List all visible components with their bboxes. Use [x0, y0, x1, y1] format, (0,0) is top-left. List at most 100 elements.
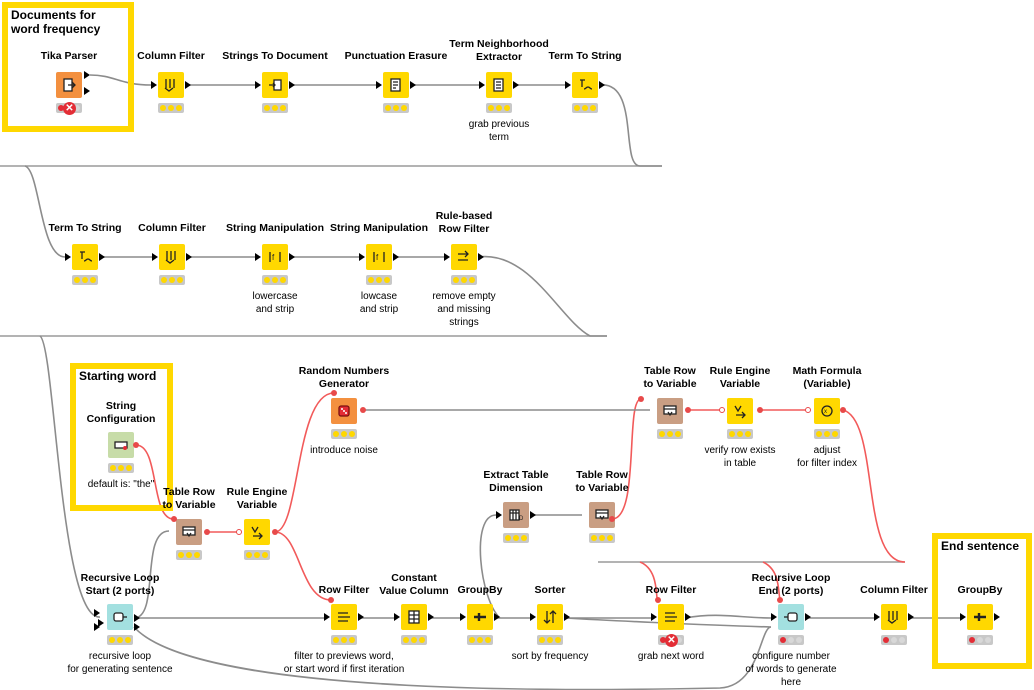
variable-port[interactable] [840, 407, 846, 413]
annotation-box-end[interactable]: End sentence [932, 533, 1032, 669]
data-port[interactable] [289, 253, 295, 261]
data-port[interactable] [393, 253, 399, 261]
node-rle[interactable] [778, 604, 804, 630]
variable-port[interactable] [805, 407, 811, 413]
data-port[interactable] [99, 253, 105, 261]
variable-port[interactable] [236, 529, 242, 535]
data-port[interactable] [960, 613, 966, 621]
data-connection[interactable] [133, 530, 170, 619]
node-t2s1[interactable] [572, 72, 598, 98]
data-port[interactable] [410, 81, 416, 89]
variable-port[interactable] [360, 407, 366, 413]
data-port[interactable] [513, 81, 519, 89]
data-port[interactable] [444, 253, 450, 261]
node-etd[interactable]: D [503, 502, 529, 528]
data-port[interactable] [134, 623, 140, 631]
variable-port[interactable] [638, 396, 644, 402]
data-connection[interactable] [479, 514, 501, 619]
node-mfv[interactable]: x [814, 398, 840, 424]
variable-port[interactable] [272, 529, 278, 535]
data-port[interactable] [460, 613, 466, 621]
variable-connection[interactable] [274, 531, 332, 601]
data-port[interactable] [479, 81, 485, 89]
variable-port[interactable] [757, 407, 763, 413]
data-port[interactable] [494, 613, 500, 621]
data-port[interactable] [358, 613, 364, 621]
data-port[interactable] [908, 613, 914, 621]
node-tne[interactable] [486, 72, 512, 98]
variable-port[interactable] [655, 597, 661, 603]
data-connection[interactable] [684, 614, 772, 619]
data-port[interactable] [255, 81, 261, 89]
node-rbrf[interactable] [451, 244, 477, 270]
data-port[interactable] [805, 613, 811, 621]
data-port[interactable] [324, 613, 330, 621]
data-port[interactable] [84, 71, 90, 79]
data-port[interactable] [599, 81, 605, 89]
data-port[interactable] [65, 253, 71, 261]
node-cvc[interactable] [401, 604, 427, 630]
node-rf1[interactable] [331, 604, 357, 630]
variable-port[interactable] [328, 597, 334, 603]
data-port[interactable] [564, 613, 570, 621]
node-trv2[interactable] [589, 502, 615, 528]
variable-connection[interactable] [274, 392, 335, 533]
data-port[interactable] [152, 253, 158, 261]
data-port[interactable] [771, 613, 777, 621]
annotation-box-docs[interactable]: Documents for word frequency [2, 2, 134, 132]
data-connection[interactable] [477, 255, 607, 337]
data-port[interactable] [651, 613, 657, 621]
data-port[interactable] [394, 613, 400, 621]
data-port[interactable] [496, 511, 502, 519]
variable-port[interactable] [133, 442, 139, 448]
variable-connection[interactable] [842, 409, 906, 563]
data-port[interactable] [185, 81, 191, 89]
annotation-box-start[interactable]: Starting word [70, 363, 173, 511]
data-connection[interactable] [563, 617, 772, 628]
node-t2s2[interactable] [72, 244, 98, 270]
node-strconf[interactable] [108, 432, 134, 458]
node-rev1[interactable] [244, 519, 270, 545]
variable-port[interactable] [777, 597, 783, 603]
node-sorter[interactable] [537, 604, 563, 630]
data-connection[interactable] [89, 74, 152, 86]
variable-port[interactable] [719, 407, 725, 413]
variable-port[interactable] [331, 390, 337, 396]
data-port[interactable] [685, 613, 691, 621]
data-port[interactable] [359, 253, 365, 261]
data-port[interactable] [151, 81, 157, 89]
data-port[interactable] [94, 609, 100, 617]
data-port[interactable] [994, 613, 1000, 621]
data-connection[interactable] [24, 165, 66, 258]
data-port[interactable] [94, 623, 100, 631]
data-port[interactable] [478, 253, 484, 261]
node-gb1[interactable] [467, 604, 493, 630]
data-connection[interactable] [598, 84, 662, 167]
data-port[interactable] [530, 613, 536, 621]
data-port[interactable] [98, 619, 104, 627]
data-port[interactable] [289, 81, 295, 89]
data-port[interactable] [134, 614, 140, 622]
node-rls[interactable] [107, 604, 133, 630]
variable-port[interactable] [685, 407, 691, 413]
data-connection[interactable] [39, 335, 101, 618]
data-port[interactable] [530, 511, 536, 519]
variable-port[interactable] [204, 529, 210, 535]
data-port[interactable] [428, 613, 434, 621]
node-punct[interactable] [383, 72, 409, 98]
variable-port[interactable] [171, 516, 177, 522]
node-cf1[interactable] [158, 72, 184, 98]
data-port[interactable] [84, 87, 90, 95]
node-sm2[interactable]: f [366, 244, 392, 270]
node-sm1[interactable]: f [262, 244, 288, 270]
data-port[interactable] [186, 253, 192, 261]
data-port[interactable] [565, 81, 571, 89]
variable-port[interactable] [609, 516, 615, 522]
variable-connection[interactable] [135, 444, 175, 520]
data-port[interactable] [874, 613, 880, 621]
node-s2d[interactable] [262, 72, 288, 98]
node-rf2[interactable] [658, 604, 684, 630]
data-port[interactable] [376, 81, 382, 89]
node-trv1[interactable] [176, 519, 202, 545]
node-gb2[interactable] [967, 604, 993, 630]
